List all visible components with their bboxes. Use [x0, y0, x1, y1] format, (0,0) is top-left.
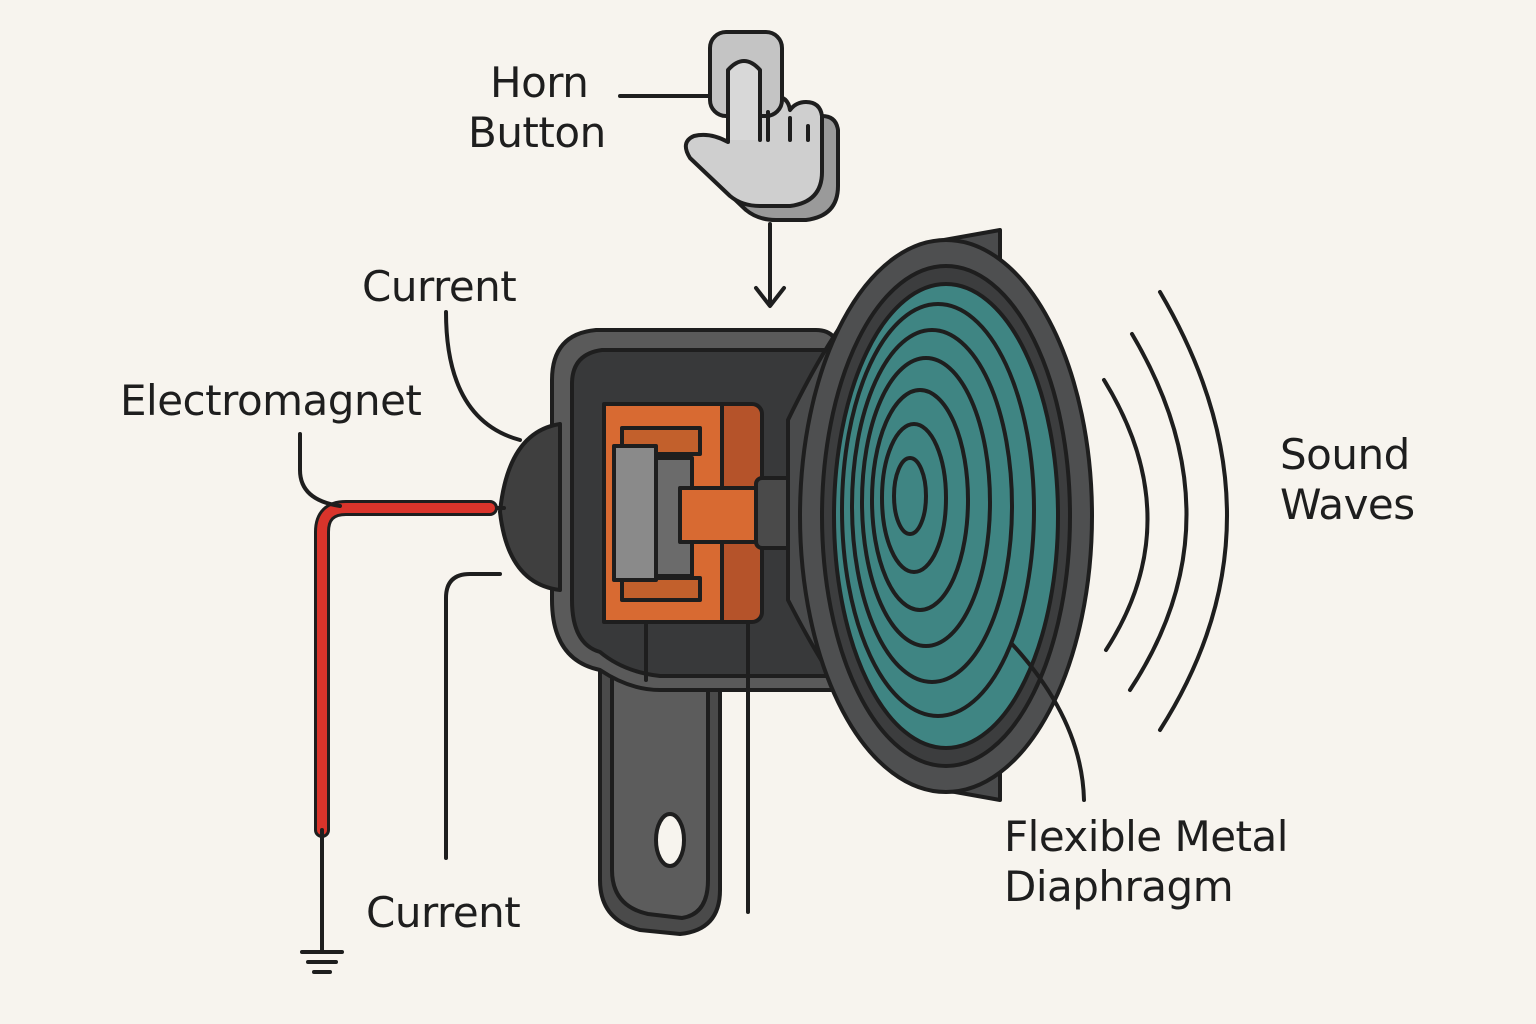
- electromagnet-label: Electromagnet: [120, 376, 422, 425]
- ground-symbol-icon: [300, 950, 344, 974]
- current-bottom-leader-line: [444, 572, 502, 860]
- down-arrow-icon: [754, 222, 786, 308]
- electromagnet-coil: [602, 402, 798, 682]
- diaphragm-leader-line: [1010, 642, 1086, 802]
- mounting-bracket: [598, 638, 722, 936]
- pointing-hand-icon: [683, 30, 840, 222]
- current-bottom-label: Current: [366, 888, 521, 937]
- wire: [314, 500, 498, 952]
- sound-waves-icon: [1102, 290, 1229, 732]
- horn-button-label: Horn Button: [468, 58, 606, 157]
- diaphragm-label: Flexible Metal Diaphragm: [1004, 812, 1288, 911]
- current-top-label: Current: [362, 262, 517, 311]
- current-top-leader-line: [444, 310, 522, 442]
- sound-waves-label: Sound Waves: [1280, 430, 1415, 529]
- electromagnet-leader-line: [298, 432, 342, 508]
- flexible-metal-diaphragm: [832, 282, 1060, 750]
